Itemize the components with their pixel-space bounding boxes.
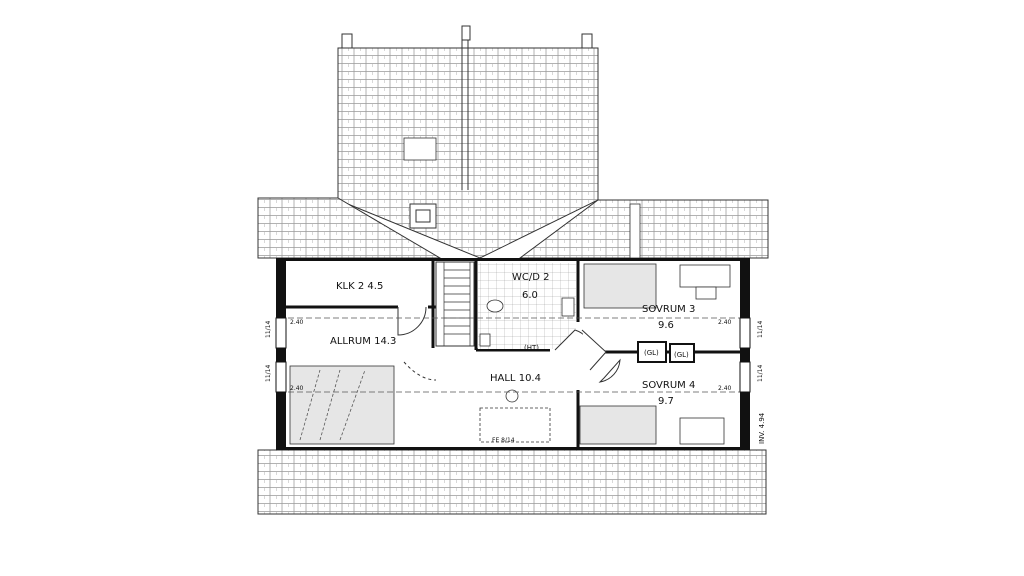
room-label-wc: WC/D 2 — [512, 272, 549, 283]
room-label-allrum: ALLRUM 14.3 — [330, 336, 396, 347]
doors — [397, 306, 621, 383]
roof-upper — [257, 25, 769, 259]
fixture-label-fe: FE 8/14 — [492, 437, 515, 444]
room-label-klk: KLK 2 4.5 — [336, 281, 383, 292]
height-label-right-bottom: 2.40 — [718, 385, 732, 392]
room-label-hall: HALL 10.4 — [490, 373, 541, 384]
knee-wall-lines — [288, 317, 740, 393]
window-label-right-bottom: 11/14 — [757, 365, 764, 382]
room-area-wc: 6.0 — [522, 290, 538, 301]
inv-label: INV. 4.94 — [758, 412, 766, 444]
room-area-sovrum4: 9.7 — [658, 396, 674, 407]
furniture — [289, 263, 731, 445]
window-label-left-bottom: 11/14 — [265, 365, 272, 382]
fixture-label-ht: (HT) — [524, 344, 539, 352]
fixture-label-gl-1: (GL) — [644, 349, 659, 357]
staircase — [435, 261, 475, 347]
height-label-right-top: 2.40 — [718, 319, 732, 326]
window-label-left-top: 11/14 — [265, 321, 272, 338]
room-area-sovrum3: 9.6 — [658, 320, 674, 331]
window-label-right-top: 11/14 — [757, 321, 764, 338]
room-label-sovrum4: SOVRUM 4 — [642, 380, 695, 391]
height-label-left-bottom: 2.40 — [290, 385, 304, 392]
fixture-label-gl-2: (GL) — [674, 351, 689, 359]
roof-lower — [257, 449, 767, 515]
wc-floor — [478, 263, 576, 349]
room-label-sovrum3: SOVRUM 3 — [642, 304, 695, 315]
height-label-left-top: 2.40 — [290, 319, 304, 326]
windows — [275, 317, 751, 393]
